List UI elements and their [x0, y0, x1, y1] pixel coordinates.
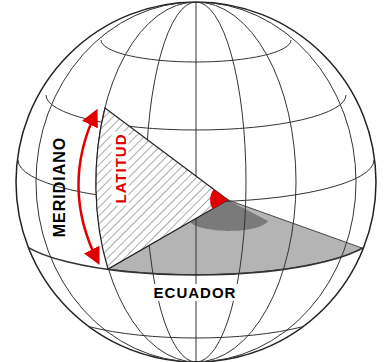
meridian-label: MERIDIANO — [51, 135, 69, 240]
equator-label: ECUADOR — [152, 284, 239, 301]
latitude-triangle — [96, 108, 228, 269]
latitude-label: LATITUD — [111, 131, 128, 205]
meridian-arc-arrow — [78, 112, 98, 262]
graticule — [14, 2, 378, 362]
globe-outline — [16, 2, 376, 362]
latitude-angle — [210, 189, 228, 209]
